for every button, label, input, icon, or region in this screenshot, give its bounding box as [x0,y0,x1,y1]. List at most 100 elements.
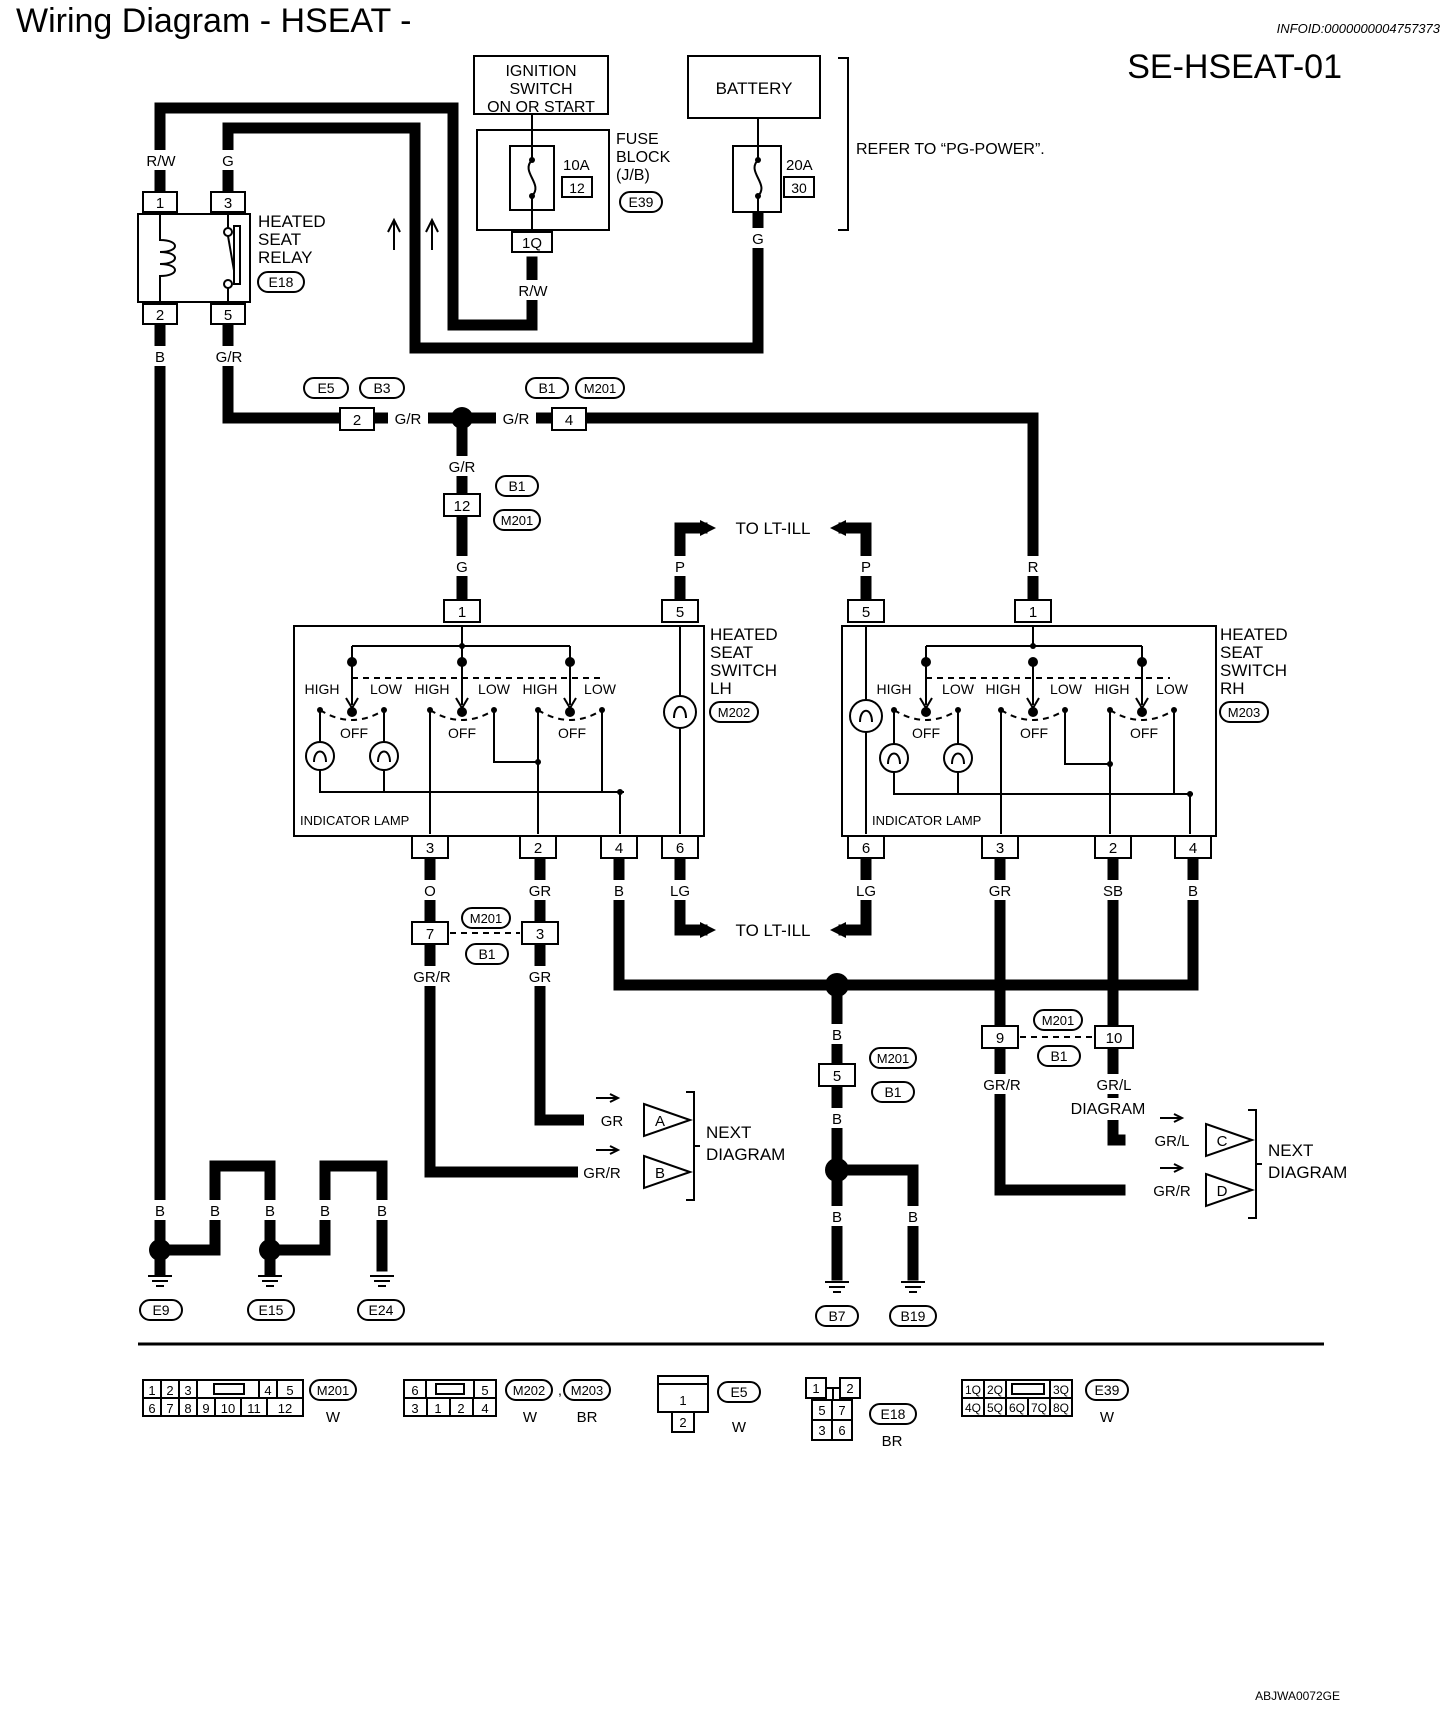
rh-pin-1 [1014,599,1052,623]
lh-connector: M202 [718,705,751,720]
fuse-20a-label: 20A [786,157,813,174]
joint-connector-9-10: 9 10 M201 B1 [981,1009,1134,1067]
fuse-block-connector: E39 [629,194,654,210]
next-diagram-right: GR/L C GR/R D NEXT DIAGRAM [1150,1109,1347,1219]
rh-pos-low-1: LOW [942,681,975,697]
lh-name-2: SEAT [710,643,753,662]
arrow-d-label: D [1217,1183,1228,1200]
indicator-lamp-icon [943,743,973,773]
wire-label-b-relay: B [155,349,165,366]
lh-pos-high-1: HIGH [305,681,340,697]
diagram-code: SE-HSEAT-01 [1127,48,1342,86]
rh-name-4: RH [1220,679,1245,698]
ground-wire-label: B [265,1203,275,1220]
lh-pos-low-2: LOW [478,681,511,697]
e39-cell: 5Q [987,1401,1003,1415]
m202-cell: 3 [411,1401,418,1416]
splice-gr [451,407,473,429]
battery-label: BATTERY [716,79,793,98]
ground-icon [825,1281,849,1293]
lh-pos-high-2: HIGH [415,681,450,697]
wire-lg-lh [674,828,708,936]
lh-pos-low-3: LOW [584,681,617,697]
legend-m203-name: M203 [571,1383,604,1398]
m201-cell: 10 [221,1401,235,1416]
lh-pin-1 [443,599,481,623]
e18-cell: 7 [838,1403,845,1418]
m201-cell: 6 [148,1401,155,1416]
rh-pos-high-3: HIGH [1095,681,1130,697]
wire-label-lg-lh: LG [670,883,690,900]
jc-pin-5: 5 [833,1068,841,1085]
next-d-color: GR/R [1153,1183,1191,1200]
lh-pin-5-label: 5 [676,604,684,621]
e39-cell: 6Q [1009,1401,1025,1415]
rh-pin-3 [981,835,1019,859]
e18-cell: 2 [846,1381,853,1396]
m201-badge-5: M201 [1042,1013,1075,1028]
next-b-color: GR/R [583,1165,621,1182]
indicator-lamp-icon [879,743,909,773]
legend-m203-color: BR [577,1409,598,1426]
heated-seat-switch-lh: 1 5 HIGH LOW HIGH LOW HIGH LOW OFF OFF [293,599,778,859]
wire-label-grr-rh: GR/R [983,1077,1021,1094]
ground-wire-label: B [210,1203,220,1220]
lh-pos-high-3: HIGH [523,681,558,697]
rh-pos-low-2: LOW [1050,681,1083,697]
m202-cell: 1 [434,1401,441,1416]
wire-label-rw-relay: R/W [146,153,176,170]
flow-arrow-icon [387,217,401,250]
next-diagram-right-1: NEXT [1268,1141,1313,1160]
lh-pos-low-1: LOW [370,681,403,697]
lh-indicator-lamp: INDICATOR LAMP [300,813,409,828]
ground-b7: B7 [815,1281,859,1327]
wire-label-gr-1: G/R [395,411,422,428]
relay-name-1: HEATED [258,212,326,231]
lh-pin-5 [661,599,699,623]
m201-cell: 5 [286,1383,293,1398]
wire-label-rw-fuse: R/W [518,283,548,300]
lh-pin-4 [600,835,638,859]
joint-connector-e5: 2 E5 B3 [303,377,405,431]
relay-pin-3 [210,191,246,213]
ground-e15-label: E15 [259,1302,284,1318]
e18-cell: 5 [818,1403,825,1418]
connector-c-arrow [1205,1122,1256,1158]
wire-b-b19 [831,1164,919,1281]
e39-cell: 7Q [1031,1401,1047,1415]
relay-pin-3-label: 3 [224,195,232,212]
e5-badge: E5 [317,380,334,396]
wire-label-b-trunk-2: B [832,1111,842,1128]
fuse-block-line-2: BLOCK [616,149,671,166]
rh-name-2: SEAT [1220,643,1263,662]
wire-label-sb: SB [1103,883,1123,900]
lh-pin-3-label: 3 [426,840,434,857]
relay-name-3: RELAY [258,248,313,267]
joint-connector-5: 5 M201 B1 [818,1047,917,1103]
relay-connector: E18 [269,274,294,290]
ground-icon [258,1275,282,1287]
lh-pin-3 [411,835,449,859]
jc-pin-10: 10 [1106,1030,1123,1047]
e5-cell: 1 [679,1393,686,1408]
e39-cell: 8Q [1053,1401,1069,1415]
b1-badge-5: B1 [1050,1048,1067,1064]
fuse-block-line-3: (J/B) [616,167,650,184]
flow-arrow-icon [425,217,439,250]
wire-label-gr-3: G/R [449,459,476,476]
m201-cell: 7 [166,1401,173,1416]
ground-icon [148,1275,172,1287]
wire-gr-main [222,324,1039,606]
lh-pin-2 [519,835,557,859]
m201-badge-3: M201 [470,911,503,926]
b1-badge: B1 [538,380,555,396]
arrow-right-icon [700,520,716,536]
e39-cell: 1Q [965,1383,981,1397]
wire-lg-rh [838,828,872,936]
ignition-switch: IGNITION SWITCH ON OR START [473,55,609,116]
relay-pin-2 [142,303,178,325]
battery: BATTERY 20A 30 [687,55,821,213]
e18-cell: 3 [818,1423,825,1438]
wire-label-b-b19: B [908,1209,918,1226]
